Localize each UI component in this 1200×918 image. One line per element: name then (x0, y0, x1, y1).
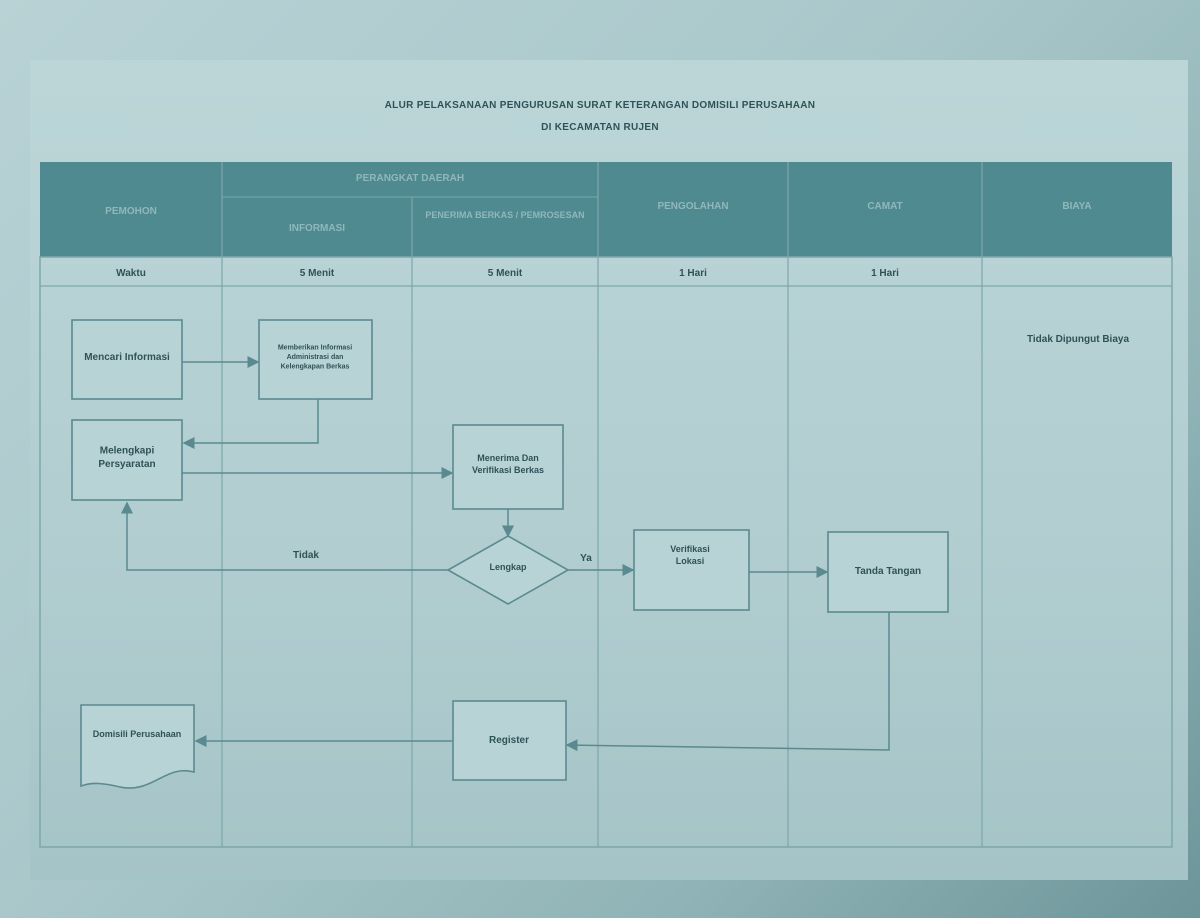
label-mencari: Mencari Informasi (84, 352, 170, 363)
node-mencari-informasi (71, 319, 183, 400)
edge-label-tidak: Tidak (293, 550, 319, 561)
label-biaya: Tidak Dipungut Biaya (1027, 334, 1129, 345)
node-melengkapi-persyaratan (71, 419, 183, 501)
lane-header-pengolahan: PENGOLAHAN (657, 201, 728, 212)
node-menerima-verifikasi (452, 424, 564, 510)
header-band (40, 162, 1172, 257)
duration-pengolahan: 1 Hari (679, 268, 707, 279)
duration-pemohon: Waktu (116, 268, 146, 279)
lane-header-penerima: PENERIMA BERKAS / PEMROSESAN (425, 210, 584, 220)
label-register: Register (489, 735, 529, 746)
header-group-label: PERANGKAT DAERAH (356, 173, 464, 184)
duration-camat: 1 Hari (871, 268, 899, 279)
diagram-title: ALUR PELAKSANAAN PENGURUSAN SURAT KETERA… (384, 100, 816, 111)
node-tanda-tangan (827, 531, 949, 613)
duration-informasi: 5 Menit (300, 268, 335, 279)
edge-tanda-to-register (565, 612, 890, 752)
label-tanda: Tanda Tangan (855, 566, 921, 577)
label-lengkap: Lengkap (489, 562, 527, 572)
lane-header-pemohon: PEMOHON (105, 206, 157, 217)
label-domisili: Domisili Perusahaan (93, 729, 182, 739)
lane-header-informasi: INFORMASI (289, 223, 345, 234)
swimlane-frame (39, 256, 1173, 848)
node-register (452, 700, 567, 781)
edge-memberikan-to-melengkapi (182, 399, 319, 449)
node-domisili-document (80, 704, 195, 789)
lane-header-biaya: BIAYA (1062, 201, 1091, 212)
edge-lengkap-tidak (121, 501, 448, 571)
duration-penerima: 5 Menit (488, 268, 523, 279)
node-lengkap-decision (446, 535, 570, 605)
lane-header-camat: CAMAT (867, 201, 902, 212)
node-memberikan-informasi (258, 319, 373, 400)
node-verifikasi-lokasi (633, 529, 750, 611)
diagram-subtitle: DI KECAMATAN RUJEN (541, 122, 659, 133)
edge-label-ya: Ya (580, 553, 592, 564)
